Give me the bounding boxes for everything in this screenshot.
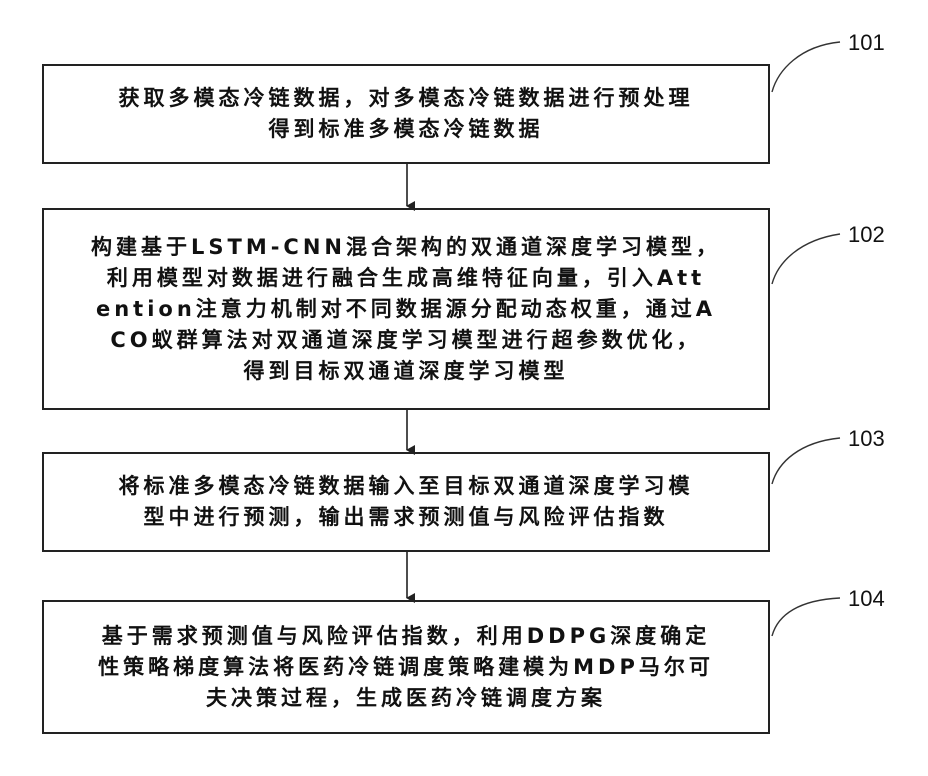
leader-curve-103 [772, 438, 840, 484]
leader-curve-102 [772, 234, 840, 284]
leader-curve-101 [772, 42, 840, 92]
leader-curves [772, 42, 840, 636]
leader-curve-104 [772, 598, 840, 636]
